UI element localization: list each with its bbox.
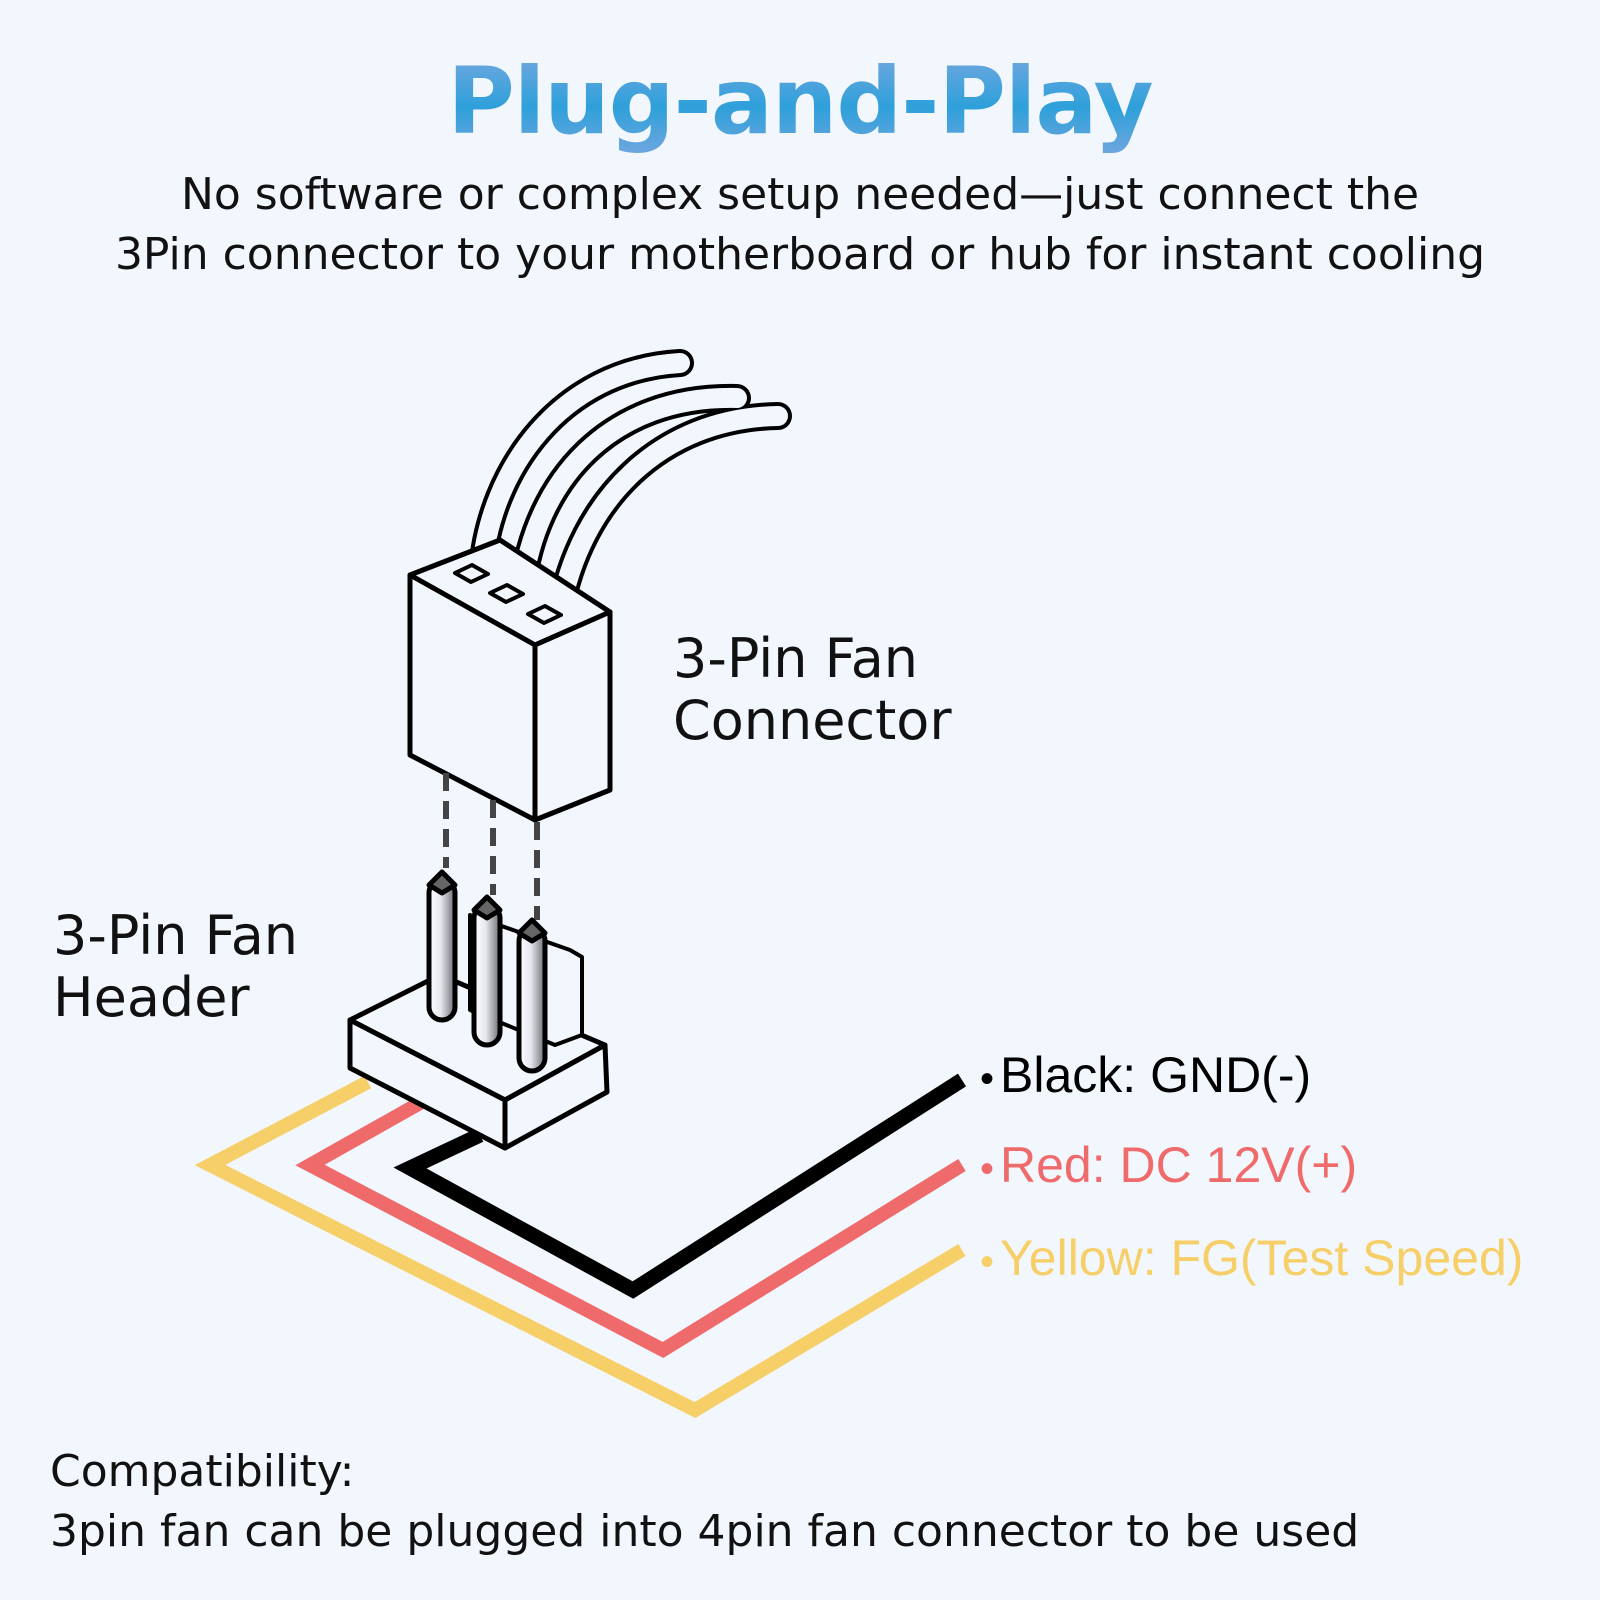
- compatibility-text: 3pin fan can be plugged into 4pin fan co…: [50, 1506, 1360, 1557]
- fan-header-icon: [347, 869, 610, 1151]
- bullet-icon: •: [980, 1239, 995, 1284]
- wire-black: [393, 1073, 967, 1299]
- wire-yellow: [194, 1075, 966, 1418]
- fan-cable-icon: [468, 349, 792, 626]
- subtitle-line-1: No software or complex setup needed—just…: [180, 169, 1420, 220]
- fan-connector-icon: [407, 537, 613, 823]
- subtitle-line-2: 3Pin connector to your motherboard or hu…: [114, 229, 1486, 280]
- header-label: 3-Pin Fan Header: [53, 904, 299, 1029]
- bullet-icon: •: [980, 1146, 995, 1191]
- wire-red: [295, 1096, 966, 1359]
- bullet-icon: •: [980, 1056, 995, 1101]
- compatibility-heading: Compatibility:: [50, 1446, 355, 1497]
- legend-red: •Red: DC 12V(+): [980, 1137, 1358, 1193]
- subtitle: No software or complex setup needed—just…: [0, 165, 1600, 285]
- page-title: Plug-and-Play: [0, 48, 1600, 155]
- legend-black: •Black: GND(-): [980, 1047, 1312, 1103]
- header-pin: [471, 894, 503, 1048]
- compatibility-note: Compatibility: 3pin fan can be plugged i…: [50, 1442, 1359, 1562]
- alignment-guides: [443, 773, 540, 920]
- legend-yellow: •Yellow: FG(Test Speed): [980, 1230, 1524, 1286]
- header-pin: [426, 869, 458, 1023]
- connector-label: 3-Pin Fan Connector: [673, 627, 952, 752]
- header-pin: [516, 917, 548, 1074]
